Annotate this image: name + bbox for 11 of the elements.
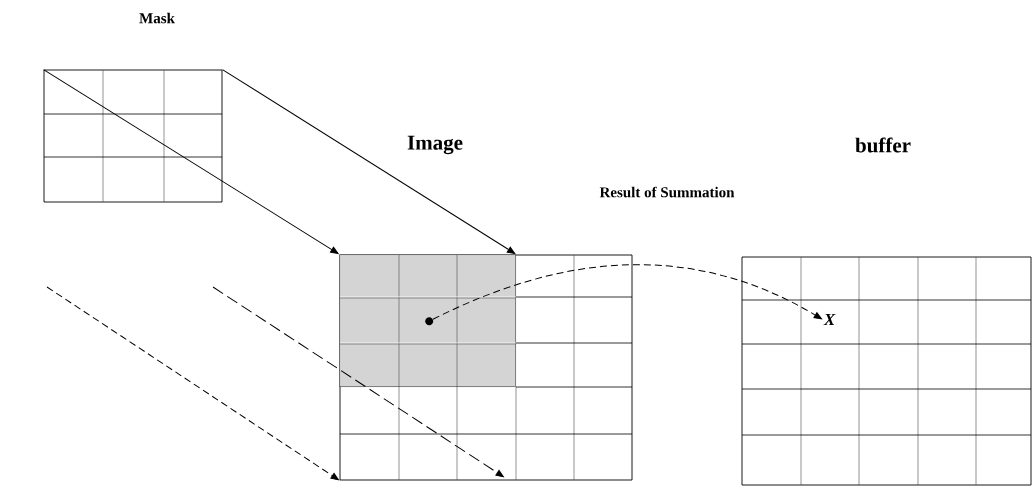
- heading: buffer: [855, 137, 911, 153]
- caption-label: Result of Summation: [599, 186, 735, 198]
- arrow: [221, 69, 516, 254]
- heading: Mask: [139, 12, 175, 24]
- arrow: [46, 286, 339, 481]
- arrow: [43, 69, 339, 254]
- arrow: [432, 264, 822, 320]
- heading: Image: [407, 135, 463, 155]
- cell-mark: X: [823, 314, 836, 326]
- arrow: [212, 286, 504, 478]
- shaded-window: [339, 254, 517, 388]
